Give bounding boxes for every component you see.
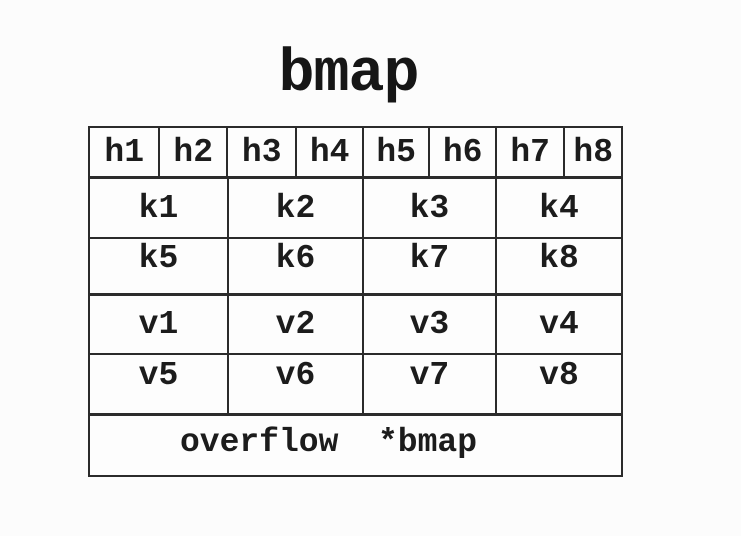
value-cell-v8: v8 [494, 352, 621, 413]
keys-block: k1 k2 k3 k4 k5 k6 k7 k8 [88, 177, 623, 295]
value-cell-v7: v7 [361, 352, 495, 413]
key-cell-k7: k7 [361, 237, 495, 293]
tophash-cell-h2: h2 [158, 128, 226, 176]
key-cell-k2: k2 [226, 179, 362, 238]
value-cell-v1: v1 [138, 305, 179, 343]
tophash-cell-h3: h3 [225, 128, 295, 176]
key-cell-k1: k1 [138, 189, 179, 227]
overflow-pointer-cell: overflow *bmap [179, 424, 478, 461]
value-cell-v4: v4 [494, 296, 621, 353]
values-block: v1 v2 v3 v4 v5 v6 v7 v8 [88, 294, 623, 415]
key-cell-k5: k5 [90, 237, 227, 293]
key-cell-k8: k8 [494, 237, 621, 293]
key-cell-k4: k4 [494, 179, 621, 238]
tophash-row: h1 h2 h3 h4 h5 h6 h7 h8 [88, 126, 623, 178]
tophash-cell-h4: h4 [295, 128, 362, 176]
key-cell-k3: k3 [361, 179, 495, 238]
tophash-cell-h8: h8 [563, 128, 621, 176]
value-cell-v3: v3 [361, 296, 495, 353]
value-cell-v5: v5 [90, 352, 227, 413]
diagram-title: bmap [278, 41, 419, 109]
value-cell-v2: v2 [226, 296, 362, 353]
bmap-structure-table: h1 h2 h3 h4 h5 h6 h7 h8 k1 k2 k3 k4 k5 k… [88, 126, 623, 477]
tophash-cell-h7: h7 [494, 128, 563, 176]
overflow-row: overflow *bmap [88, 414, 623, 477]
tophash-cell-h1: h1 [104, 133, 145, 171]
key-cell-k6: k6 [226, 237, 362, 293]
value-cell-v6: v6 [226, 352, 362, 413]
tophash-cell-h6: h6 [428, 128, 495, 176]
tophash-cell-h5: h5 [361, 128, 429, 176]
